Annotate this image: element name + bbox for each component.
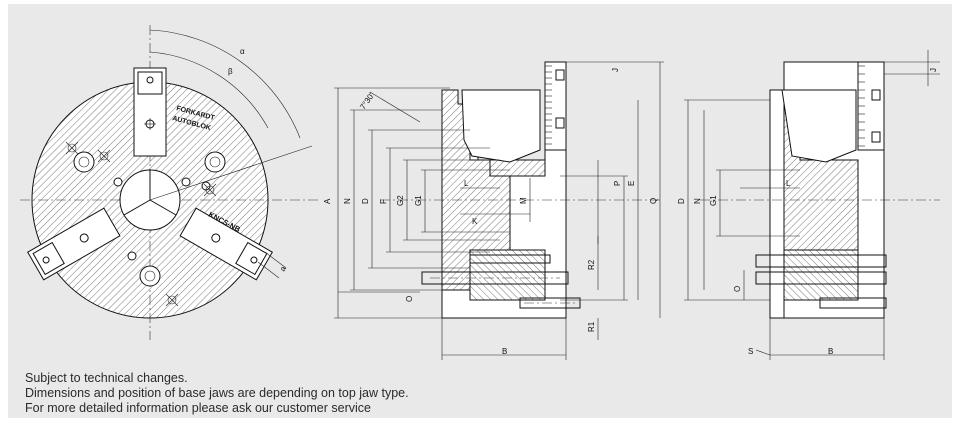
beta-arc [149,51,269,129]
dim-Q: Q [649,198,658,204]
dim-M: M [519,197,528,204]
dim-L: L [464,179,469,188]
note-technical-changes: Subject to technical changes. [25,371,188,385]
section-view: 7°30' A N D G2 F G1 L K M P E Q R2 O B R… [323,61,664,360]
dim-R2: R2 [587,259,596,270]
dim-G2: G2 [396,195,405,206]
side-dim-G1: G1 [709,195,718,206]
dim-B: B [502,347,507,356]
side-dim-L: L [786,179,791,188]
top-jaw [133,67,167,157]
side-dim-S: S [748,347,753,356]
dim-O: O [405,296,414,302]
front-view: FORKARDT AUTOBLOK KNCS-NB α β a [20,25,318,340]
dim-D: D [361,198,370,204]
dim-N: N [343,198,352,204]
side-dim-B: B [828,347,833,356]
note-customer-service: For more detailed information please ask… [25,401,371,415]
dim-F: F [379,199,388,204]
side-dim-D: D [677,198,686,204]
drawing-panel: FORKARDT AUTOBLOK KNCS-NB α β a [8,4,952,418]
alpha-arc [149,29,301,139]
dim-G1: G1 [414,195,423,206]
bolt-1 [421,271,569,285]
side-view: D N G1 L O S B J [677,50,940,360]
dim-K: K [472,217,478,226]
notes: Subject to technical changes. Dimensions… [25,371,409,416]
note-base-jaws: Dimensions and position of base jaws are… [25,386,409,400]
alpha-label: α [240,47,245,56]
dim-A: A [323,198,332,204]
dim-J: J [611,68,620,72]
jaw-width-label: a [278,264,288,273]
side-dim-J: J [929,68,938,72]
dim-P: P [613,181,622,186]
beta-label: β [228,67,233,76]
dim-E: E [627,181,636,186]
side-jaw [781,89,857,163]
side-dim-N: N [693,198,702,204]
side-dim-O: O [733,286,742,292]
technical-drawing: FORKARDT AUTOBLOK KNCS-NB α β a [20,25,940,360]
jaw-section [461,89,541,163]
dim-R1: R1 [587,321,596,332]
